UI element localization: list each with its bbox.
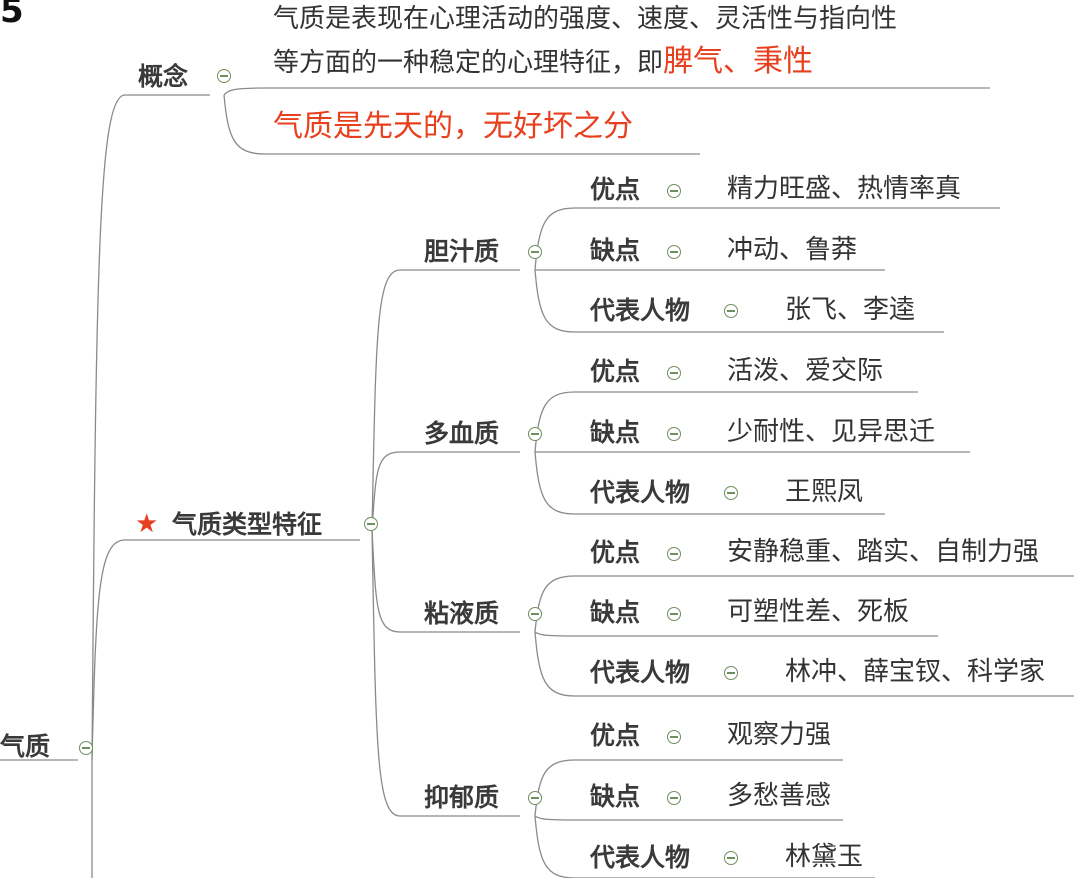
connector-line bbox=[534, 815, 576, 821]
connector-line bbox=[371, 269, 401, 531]
connector-line bbox=[534, 391, 576, 453]
pros-text: 精力旺盛、热情率真 bbox=[727, 174, 962, 204]
connector-line bbox=[371, 451, 401, 531]
people-label[interactable]: 代表人物 bbox=[590, 843, 691, 872]
people-collapse-icon[interactable] bbox=[724, 851, 738, 865]
cons-text: 可塑性差、死板 bbox=[727, 597, 910, 627]
concept-highlight: 脾气、秉性 bbox=[663, 44, 814, 79]
cons-text: 冲动、鲁莽 bbox=[727, 235, 858, 265]
pros-label[interactable]: 优点 bbox=[590, 538, 641, 567]
star-icon: ★ bbox=[135, 509, 159, 539]
cons-label[interactable]: 缺点 bbox=[590, 236, 641, 265]
connector-line bbox=[371, 529, 401, 817]
people-text: 张飞、李逵 bbox=[785, 295, 916, 325]
cons-collapse-icon[interactable] bbox=[667, 791, 681, 805]
root-node[interactable]: 气质 bbox=[0, 732, 51, 761]
connector-line bbox=[534, 815, 576, 878]
connector-line bbox=[223, 94, 266, 155]
pros-label[interactable]: 优点 bbox=[590, 721, 641, 750]
people-label[interactable]: 代表人物 bbox=[590, 296, 691, 325]
connector-line bbox=[534, 269, 576, 333]
connector-line bbox=[223, 87, 266, 96]
pros-collapse-icon[interactable] bbox=[667, 547, 681, 561]
people-text: 王熙凤 bbox=[785, 477, 864, 507]
concept-definition-text: 等方面的一种稳定的心理特征，即 bbox=[273, 48, 664, 78]
cons-text: 少耐性、见异思迁 bbox=[727, 417, 936, 447]
concept-collapse-icon[interactable] bbox=[217, 69, 231, 83]
concept-definition-line2: 等方面的一种稳定的心理特征，即脾气、秉性 bbox=[273, 47, 813, 77]
cropped-glyph: 5 bbox=[0, 0, 24, 31]
pros-text: 活泼、爱交际 bbox=[727, 356, 884, 386]
connector-line bbox=[534, 451, 576, 515]
connector-line bbox=[534, 207, 576, 271]
type-node[interactable]: 多血质 bbox=[424, 419, 500, 448]
type-collapse-icon[interactable] bbox=[528, 427, 542, 441]
people-label[interactable]: 代表人物 bbox=[590, 478, 691, 507]
people-text: 林黛玉 bbox=[785, 842, 864, 872]
connector-line bbox=[91, 94, 126, 761]
connector-line bbox=[371, 529, 401, 633]
cons-collapse-icon[interactable] bbox=[667, 427, 681, 441]
people-text: 林冲、薛宝钗、科学家 bbox=[785, 657, 1046, 687]
connector-line bbox=[534, 759, 576, 817]
cons-label[interactable]: 缺点 bbox=[590, 782, 641, 811]
cons-collapse-icon[interactable] bbox=[667, 607, 681, 621]
concept-node[interactable]: 概念 bbox=[138, 62, 189, 91]
people-label[interactable]: 代表人物 bbox=[590, 658, 691, 687]
people-collapse-icon[interactable] bbox=[724, 304, 738, 318]
pros-label[interactable]: 优点 bbox=[590, 357, 641, 386]
types-collapse-icon[interactable] bbox=[364, 517, 378, 531]
people-collapse-icon[interactable] bbox=[724, 666, 738, 680]
pros-collapse-icon[interactable] bbox=[667, 184, 681, 198]
pros-collapse-icon[interactable] bbox=[667, 730, 681, 744]
people-collapse-icon[interactable] bbox=[724, 486, 738, 500]
cons-label[interactable]: 缺点 bbox=[590, 418, 641, 447]
type-collapse-icon[interactable] bbox=[528, 607, 542, 621]
type-node[interactable]: 粘液质 bbox=[424, 599, 500, 628]
concept-definition-line1: 气质是表现在心理活动的强度、速度、灵活性与指向性 bbox=[273, 4, 898, 34]
connector-line bbox=[534, 631, 576, 637]
pros-text: 安静稳重、踏实、自制力强 bbox=[727, 537, 1040, 567]
type-collapse-icon[interactable] bbox=[528, 245, 542, 259]
type-collapse-icon[interactable] bbox=[528, 791, 542, 805]
pros-collapse-icon[interactable] bbox=[667, 366, 681, 380]
type-node[interactable]: 抑郁质 bbox=[424, 783, 500, 812]
connector-line bbox=[534, 631, 576, 697]
cons-collapse-icon[interactable] bbox=[667, 245, 681, 259]
concept-note: 气质是先天的，无好坏之分 bbox=[273, 109, 633, 144]
pros-label[interactable]: 优点 bbox=[590, 175, 641, 204]
type-node[interactable]: 胆汁质 bbox=[424, 237, 500, 266]
root-collapse-icon[interactable] bbox=[79, 741, 93, 755]
cons-label[interactable]: 缺点 bbox=[590, 598, 641, 627]
pros-text: 观察力强 bbox=[727, 720, 832, 750]
cons-text: 多愁善感 bbox=[727, 781, 832, 811]
connector-line bbox=[534, 575, 576, 633]
connector-line bbox=[91, 539, 126, 761]
types-node[interactable]: 气质类型特征 bbox=[172, 510, 323, 539]
